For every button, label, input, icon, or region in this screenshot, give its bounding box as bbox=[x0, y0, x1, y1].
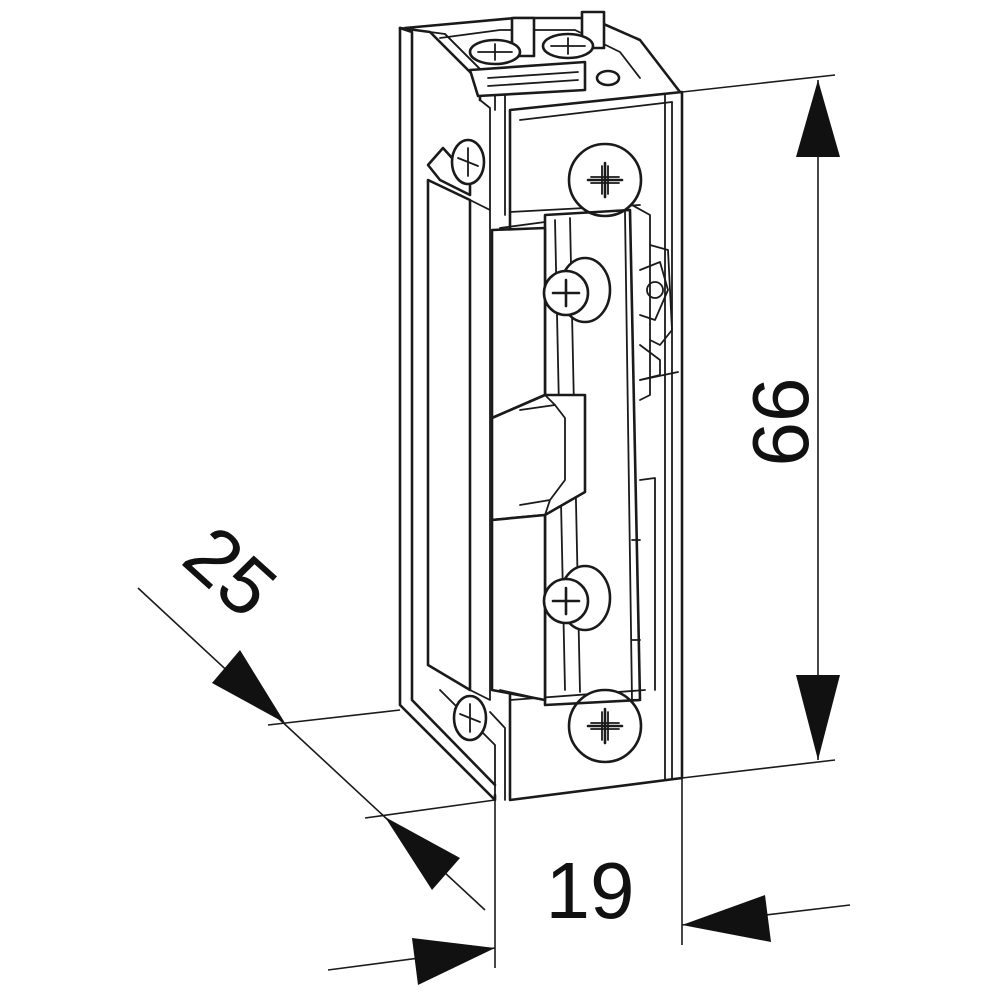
height-label: 66 bbox=[736, 378, 825, 467]
bottom-mounting-screw-icon bbox=[567, 688, 643, 764]
width-dimension: 19 bbox=[327, 778, 851, 985]
terminal-block bbox=[403, 10, 682, 98]
depth-label: 25 bbox=[168, 509, 294, 635]
width-label: 19 bbox=[546, 846, 635, 935]
release-mechanism bbox=[631, 204, 679, 691]
top-mounting-screw-icon bbox=[567, 142, 643, 218]
side-bottom-screw-icon bbox=[452, 694, 488, 742]
strike-side-profile bbox=[398, 26, 506, 802]
latch-lower-screw-icon bbox=[542, 564, 612, 632]
latch-plate bbox=[490, 208, 642, 707]
latch-upper-screw-icon bbox=[542, 256, 612, 324]
side-top-screw-icon bbox=[450, 138, 486, 186]
height-dimension: 66 bbox=[681, 74, 840, 779]
